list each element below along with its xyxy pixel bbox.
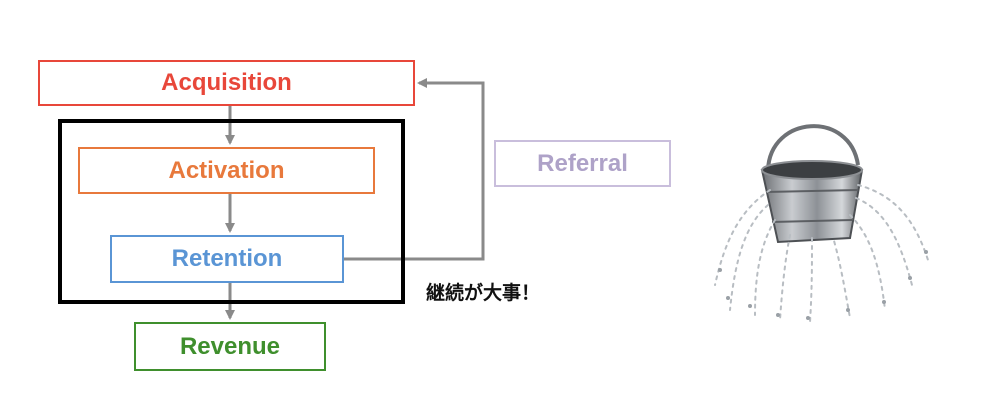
referral-box: Referral (494, 140, 671, 187)
activation-box: Activation (78, 147, 375, 194)
acquisition-box: Acquisition (38, 60, 415, 106)
acquisition-label: Acquisition (161, 69, 292, 96)
revenue-label: Revenue (179, 332, 281, 360)
revenue-box: Revenue (134, 322, 326, 371)
arrow-retention-to-acquisition (344, 78, 485, 261)
retention-box: Retention (110, 235, 344, 283)
referral-label: Referral (537, 149, 628, 177)
activation-label: Activation (168, 156, 285, 184)
retention-focus-frame (58, 119, 405, 304)
leaky-bucket-icon (714, 124, 929, 323)
retention-note: 継続が大事！ (426, 282, 541, 304)
retention-label: Retention (171, 245, 283, 272)
